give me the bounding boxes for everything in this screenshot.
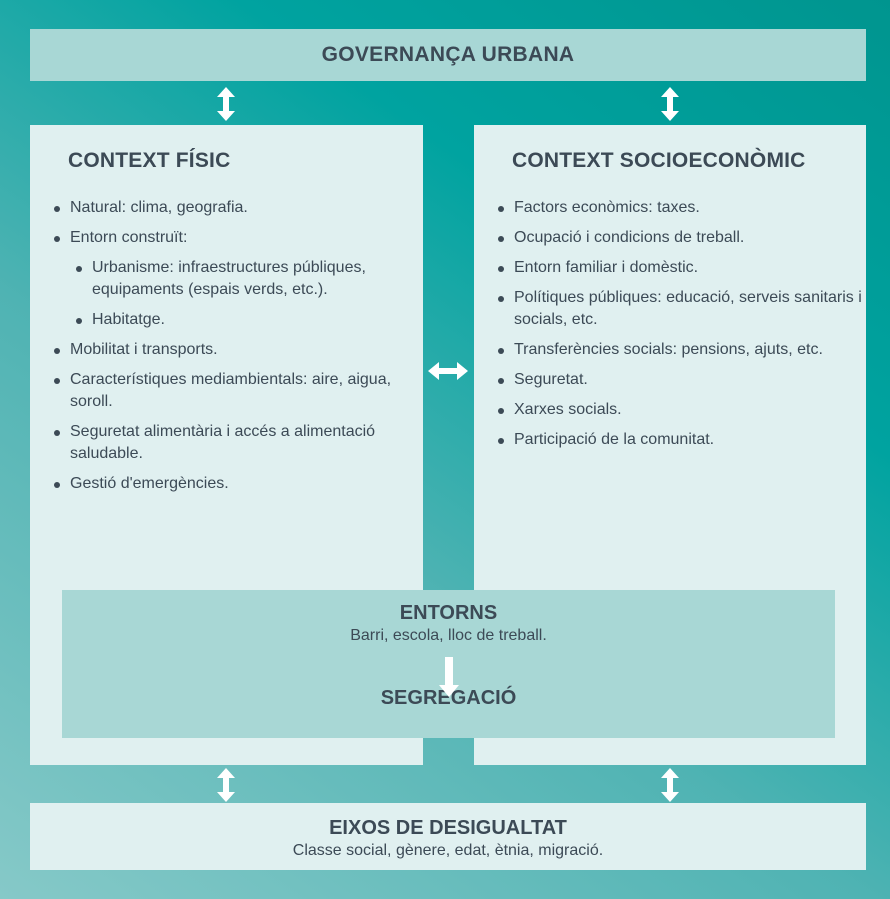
environments-subtitle: Barri, escola, lloc de treball. [350, 627, 547, 644]
socioeconomic-context-title: CONTEXT SOCIOECONÒMIC [512, 149, 806, 172]
inequality-title: EIXOS DE DESIGUALTAT [329, 817, 567, 839]
list-item: Gestió d'emergències. [52, 473, 423, 495]
governance-box: GOVERNANÇA URBANA [30, 29, 866, 81]
list-item: Factors econòmics: taxes. [496, 197, 866, 219]
list-item: Seguretat alimentària i accés a alimenta… [52, 421, 423, 465]
list-item: Natural: clima, geografia. [52, 197, 423, 219]
segregation-label: SEGREGACIÓ [380, 687, 517, 709]
double-arrow-vertical-icon [217, 87, 235, 121]
environments-title: ENTORNS [399, 602, 498, 624]
governance-title: GOVERNANÇA URBANA [321, 43, 575, 66]
list-item: Polítiques públiques: educació, serveis … [496, 287, 866, 331]
double-arrow-vertical-icon [661, 87, 679, 121]
list-item: Transferències socials: pensions, ajuts,… [496, 339, 866, 361]
inequality-subtitle: Classe social, gènere, edat, ètnia, migr… [292, 842, 604, 859]
list-item: Característiques mediambientals: aire, a… [52, 369, 423, 413]
list-item: Participació de la comunitat. [496, 429, 866, 451]
list-item: Xarxes socials. [496, 399, 866, 421]
list-item: Entorn familiar i domèstic. [496, 257, 866, 279]
double-arrow-vertical-icon [661, 768, 679, 802]
inequality-box: EIXOS DE DESIGUALTAT Classe social, gène… [30, 803, 866, 870]
list-item: Mobilitat i transports. [52, 339, 423, 361]
arrow-down-icon [439, 657, 459, 697]
physical-context-title: CONTEXT FÍSIC [68, 149, 231, 172]
physical-context-list: Natural: clima, geografia. Entorn constr… [52, 197, 423, 495]
socioeconomic-context-list: Factors econòmics: taxes. Ocupació i con… [496, 197, 866, 451]
double-arrow-vertical-icon [217, 768, 235, 802]
list-item: Urbanisme: infraestructures públiques, e… [74, 257, 423, 301]
list-item: Seguretat. [496, 369, 866, 391]
list-item: Habitatge. [74, 309, 423, 331]
double-arrow-horizontal-icon [428, 362, 468, 380]
list-item: Ocupació i condicions de treball. [496, 227, 866, 249]
list-item: Entorn construït: [52, 227, 423, 249]
